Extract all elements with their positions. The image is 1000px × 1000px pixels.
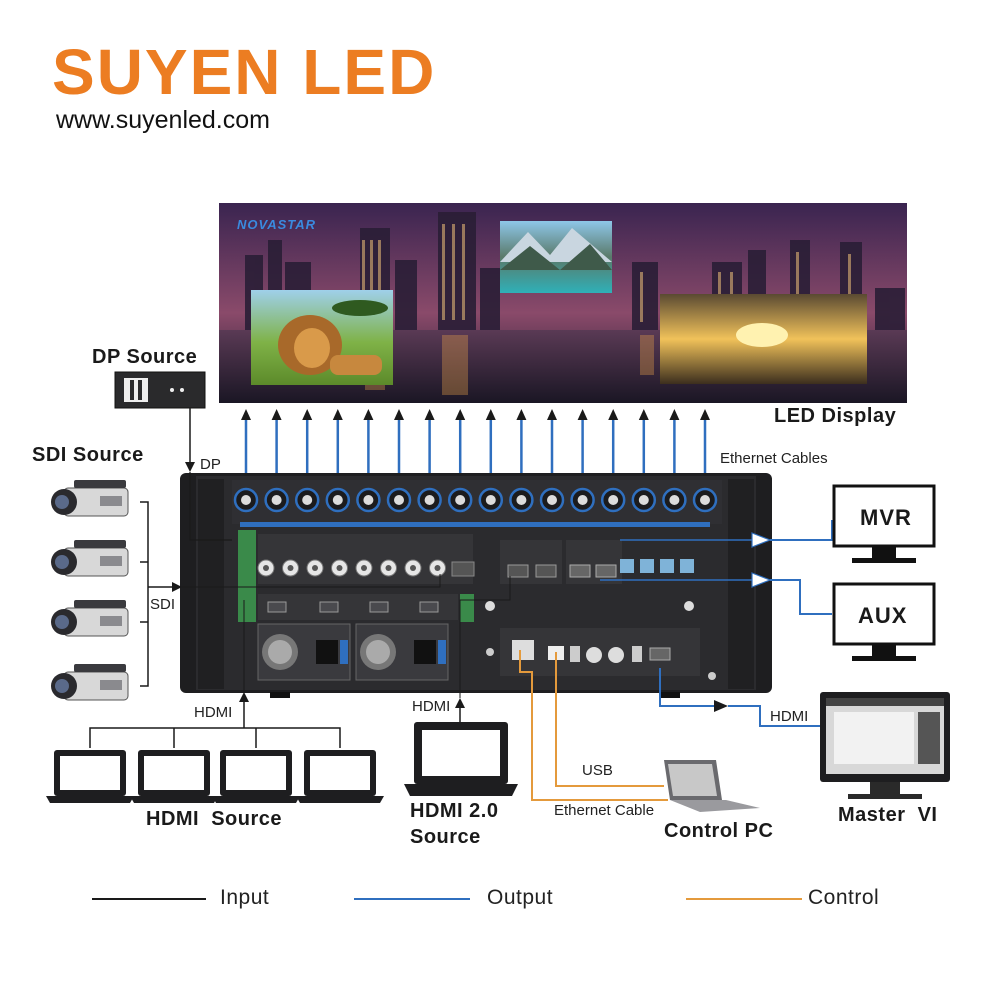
cable-arrow (608, 409, 619, 420)
control-pc-laptop (664, 760, 760, 812)
sdi-port-core (336, 565, 343, 571)
output-port-core (241, 495, 251, 505)
legend-control-label: Control (808, 886, 880, 909)
cable-arrow (516, 409, 527, 420)
brand-title: SUYEN LED (52, 36, 437, 108)
sdi-port-core (263, 565, 269, 571)
hdmi-control-tag: HDMI (770, 708, 809, 725)
cable-arrow (394, 409, 404, 420)
led-logo: NOVASTAR (237, 217, 317, 232)
cable-arrow (700, 409, 710, 420)
hdmi-tag-mid: HDMI (412, 698, 451, 715)
ethernet-cables-label: Ethernet Cables (720, 450, 828, 467)
output-port-core (669, 495, 680, 505)
sdi-port-core (385, 565, 392, 571)
output-port-core (516, 495, 527, 505)
dp-source-label: DP Source (92, 346, 198, 368)
output-port-core (608, 495, 619, 505)
mvr-monitor (832, 484, 936, 563)
legend-input-label: Input (220, 886, 270, 909)
output-port-core (455, 495, 466, 505)
hdmi20-source-label: HDMI 2.0 Source (410, 798, 498, 850)
output-port-core (332, 495, 343, 505)
led-display-label: LED Display (774, 405, 897, 427)
master-vi-monitor (820, 692, 950, 799)
cable-arrow (577, 409, 588, 420)
cable-arrow (241, 409, 251, 420)
hdmi-source-laptops (46, 750, 384, 803)
sdi-port-core (410, 565, 416, 571)
display-window-lion (251, 290, 393, 385)
laptop-icon (130, 750, 218, 803)
cable-arrow (363, 409, 374, 420)
output-port-core (638, 495, 649, 505)
brand-url: www.suyenled.com (56, 106, 270, 134)
cable-arrow (424, 409, 435, 420)
output-port-core (394, 495, 404, 505)
cable-arrow (547, 409, 557, 420)
legend-output-label: Output (487, 886, 554, 909)
mvr-label: MVR (860, 505, 912, 530)
dp-tag: DP (200, 456, 221, 473)
cable-arrow (669, 409, 680, 420)
laptop-icon (296, 750, 384, 803)
sdi-tag: SDI (150, 596, 176, 613)
cable-arrow (302, 409, 313, 420)
master-vi-label: Master VI (838, 804, 938, 826)
sdi-port-core (361, 565, 367, 571)
display-window-lake (500, 221, 612, 293)
output-port-core (363, 495, 374, 505)
hdmi-source-label: HDMI Source (146, 808, 283, 830)
hdmi-tag-left: HDMI (194, 704, 233, 721)
camera-icon (51, 600, 129, 637)
display-window-sunset (660, 294, 867, 384)
output-port-core (424, 495, 435, 505)
sdi-port-core (312, 565, 318, 571)
sdi-source-label: SDI Source (32, 444, 144, 466)
sdi-cameras (51, 480, 129, 701)
sdi-port-core (434, 565, 441, 571)
control-pc-label: Control PC (664, 820, 774, 842)
aux-label: AUX (858, 603, 908, 628)
cable-arrow (332, 409, 343, 420)
output-port-core (700, 495, 710, 505)
cable-arrow (638, 409, 649, 420)
cable-arrow (455, 409, 466, 420)
led-display-panel (219, 203, 907, 403)
output-port-core (302, 495, 313, 505)
output-port-core (271, 495, 282, 505)
ethernet-cable-label: Ethernet Cable (554, 802, 655, 819)
sdi-port-core (287, 565, 294, 571)
dp-source-box (114, 371, 206, 409)
output-port-core (485, 495, 496, 505)
output-port-core (547, 495, 557, 505)
laptop-icon (46, 750, 134, 803)
processor-chassis (180, 473, 772, 698)
hdmi20-source-laptop (404, 722, 518, 796)
hdmi20-line1: HDMI 2.0 (410, 800, 499, 822)
camera-icon (51, 480, 129, 517)
camera-icon (51, 664, 129, 701)
usb-label: USB (582, 762, 613, 779)
hdmi20-line2: Source (410, 826, 481, 848)
aux-monitor (832, 582, 936, 661)
cable-arrow (485, 409, 496, 420)
cable-arrow (271, 409, 282, 420)
laptop-icon (212, 750, 300, 803)
camera-icon (51, 540, 129, 577)
output-port-core (577, 495, 588, 505)
